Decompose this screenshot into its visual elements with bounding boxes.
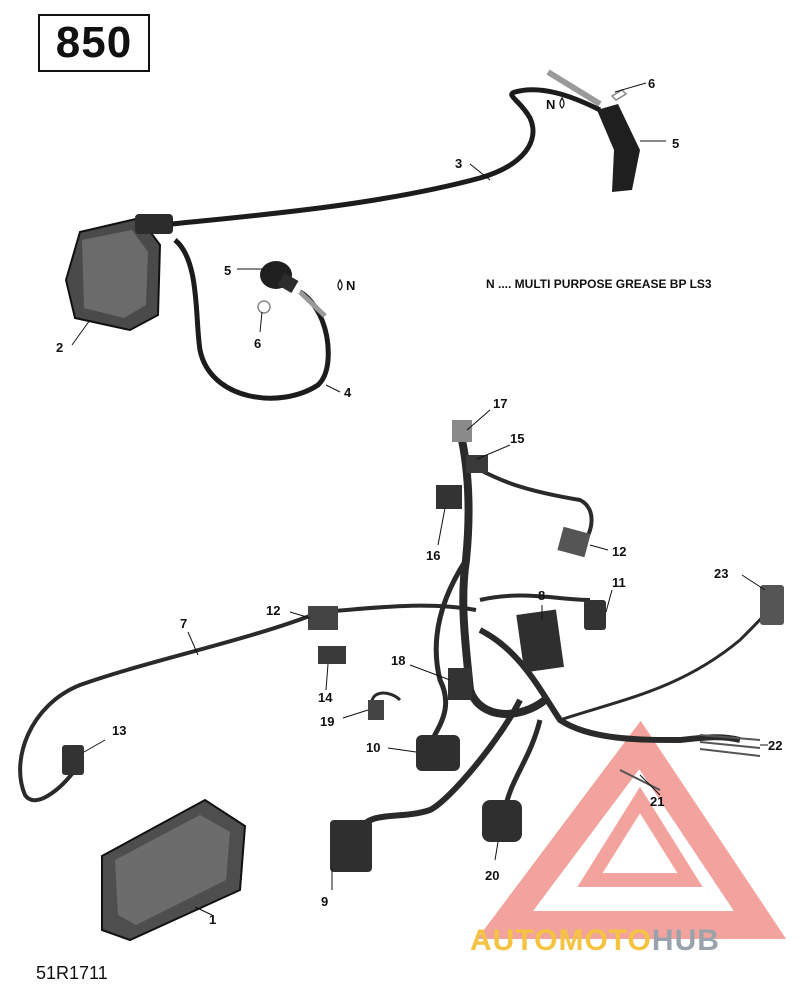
watermark-brand-part2: HUB <box>651 924 720 957</box>
connector-16 <box>436 485 462 509</box>
connector-11 <box>584 600 606 630</box>
connector-12-lower <box>308 606 338 630</box>
callout-16: 16 <box>426 548 440 563</box>
high-tension-lead-4 <box>173 238 331 401</box>
reference-code: 51R1711 <box>36 963 108 983</box>
spring-clip-top <box>610 89 628 101</box>
callout-2: 2 <box>56 340 63 355</box>
connector-17 <box>452 420 472 442</box>
spark-plug-cap-lower <box>260 261 299 294</box>
ecm-module <box>101 798 247 942</box>
callout-10: 10 <box>366 740 380 755</box>
callout-18: 18 <box>391 653 405 668</box>
callout-4: 4 <box>344 385 352 400</box>
callout-3: 3 <box>455 156 462 171</box>
connector-10 <box>416 735 460 771</box>
watermark-brand-part1: AUTOMOTO <box>470 924 652 957</box>
callout-14: 14 <box>318 690 333 705</box>
callout-5-lower: 5 <box>224 263 231 278</box>
callout-13: 13 <box>112 723 126 738</box>
grease-symbol-lower: N <box>337 278 355 293</box>
high-tension-lead-3 <box>171 87 602 227</box>
model-number: 850 <box>55 18 133 67</box>
connector-13 <box>62 745 84 775</box>
callout-1: 1 <box>209 912 216 927</box>
callout-19: 19 <box>320 714 334 729</box>
connector-14 <box>318 646 346 664</box>
callout-6-top: 6 <box>648 76 655 91</box>
callout-6-lower: 6 <box>254 336 261 351</box>
sensor-19 <box>368 700 384 720</box>
model-number-box: 850 <box>38 14 150 72</box>
callout-9: 9 <box>321 894 328 909</box>
connector-9 <box>330 820 372 872</box>
watermark-brand: AUTOMOTOHUB <box>470 924 720 958</box>
connector-23 <box>760 585 784 625</box>
connector-20 <box>482 800 522 842</box>
callout-5-top: 5 <box>672 136 679 151</box>
connector-15 <box>466 455 488 473</box>
callout-21: 21 <box>650 794 664 809</box>
callout-22: 22 <box>768 738 782 753</box>
callout-15: 15 <box>510 431 524 446</box>
wire-terminals-22 <box>699 734 761 757</box>
spring-clip-lower <box>257 300 271 314</box>
connector-18 <box>448 668 472 700</box>
svg-text:N: N <box>546 97 555 112</box>
callout-12-lower: 12 <box>266 603 280 618</box>
callout-20: 20 <box>485 868 499 883</box>
callout-11: 11 <box>612 575 626 590</box>
ignition-coil <box>64 214 173 332</box>
spark-plug-cap-top <box>597 104 640 192</box>
grease-note: N .... MULTI PURPOSE GREASE BP LS3 <box>486 277 712 291</box>
wire-terminals-21 <box>619 769 661 791</box>
grease-symbol-top: N <box>546 96 565 112</box>
callout-7: 7 <box>180 616 187 631</box>
connector-12-upper <box>557 526 591 558</box>
leader-lines <box>71 82 768 916</box>
callout-17: 17 <box>493 396 507 411</box>
callout-8: 8 <box>538 588 545 603</box>
connector-8-relay <box>516 609 564 673</box>
svg-text:N: N <box>346 278 355 293</box>
callout-23: 23 <box>714 566 728 581</box>
callout-12-upper: 12 <box>612 544 626 559</box>
watermark-logo <box>477 720 787 939</box>
